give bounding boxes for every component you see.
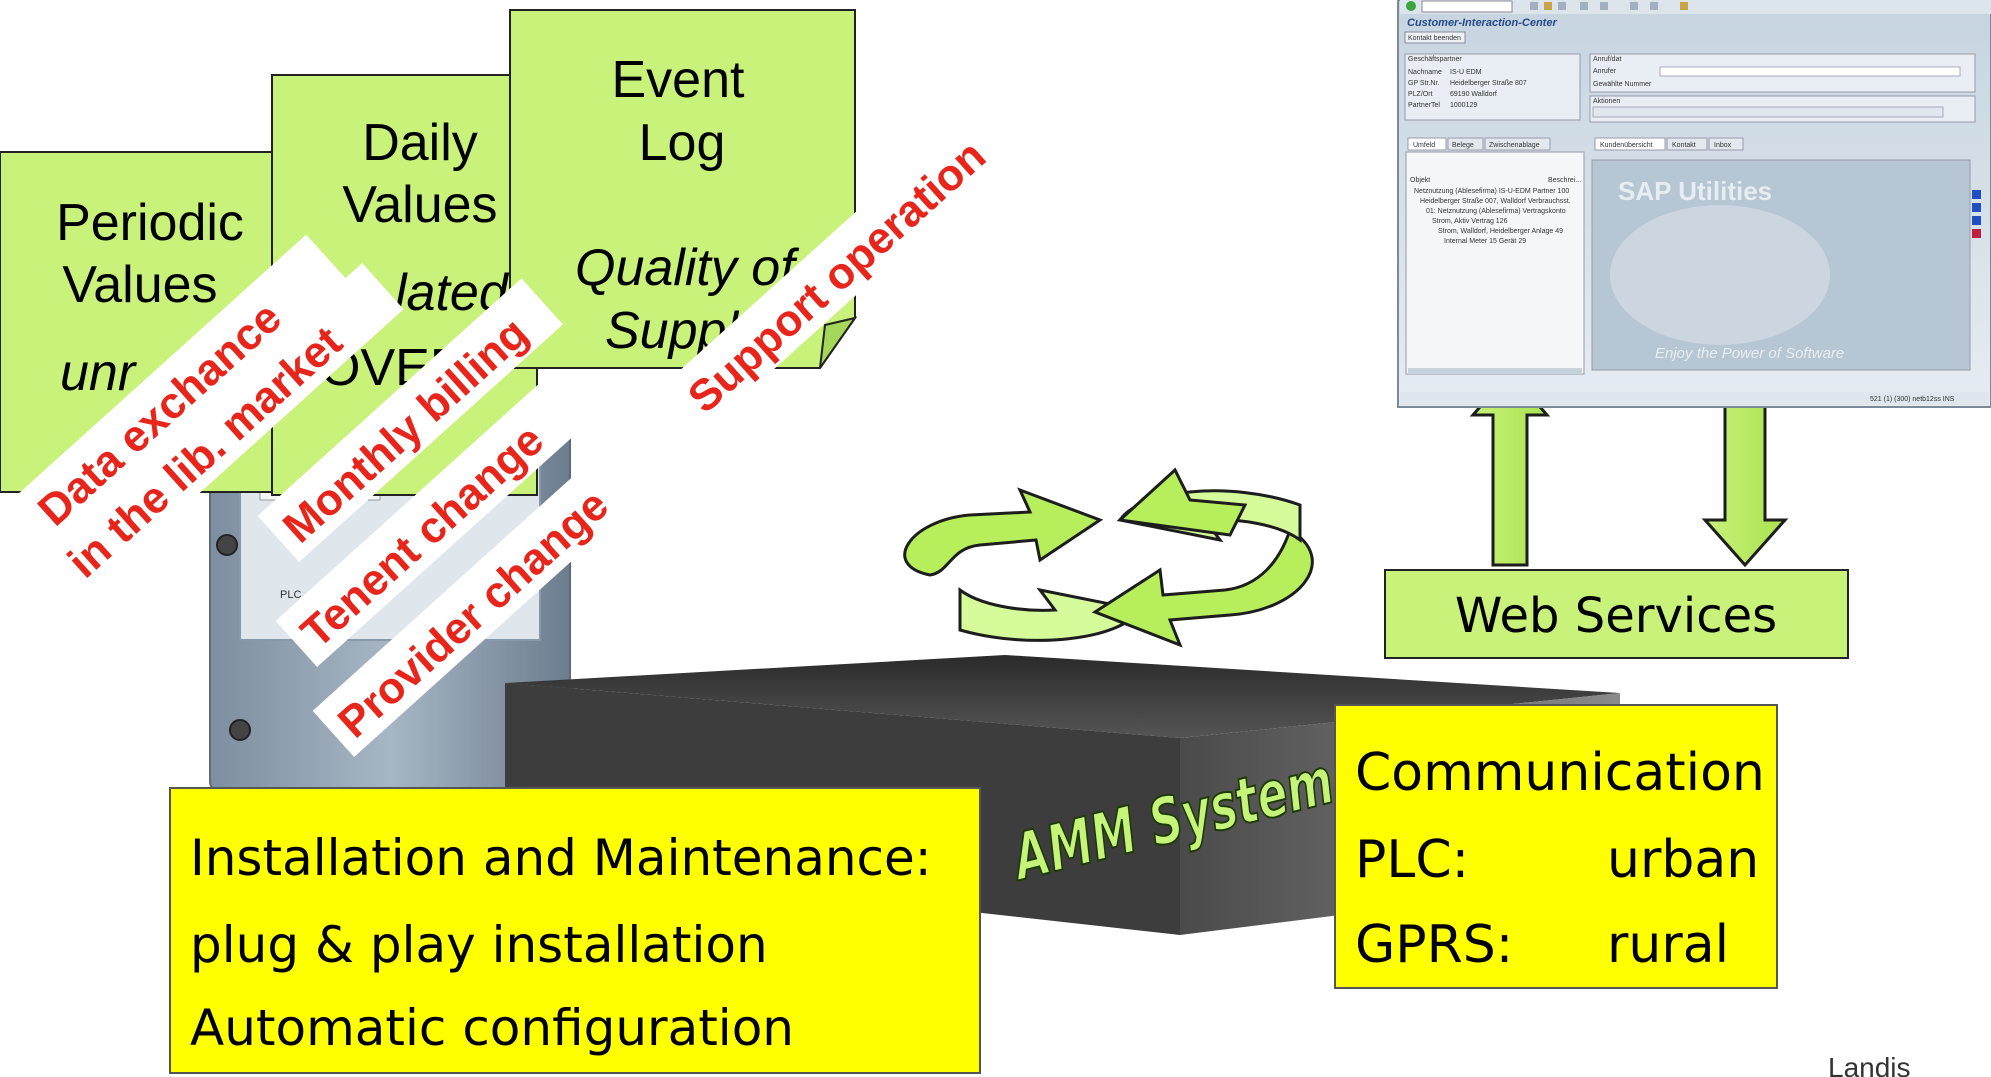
sap-tab-label: Belege xyxy=(1452,142,1474,149)
sap-field-label: GP Str.Nr. xyxy=(1408,80,1439,87)
sap-field-value: 69190 Walldorf xyxy=(1450,91,1497,98)
sap-end-contact-label: Kontakt beenden xyxy=(1408,35,1461,42)
meter-screw-icon xyxy=(216,534,238,556)
web-services-label: Web Services xyxy=(1455,588,1777,644)
install-line3: Automatic configuration xyxy=(190,999,794,1057)
sap-tab-kunden[interactable] xyxy=(1594,137,1666,151)
sap-field-label: PLZ/Ort xyxy=(1408,91,1433,98)
sap-tree-scrollbar[interactable] xyxy=(1408,368,1582,374)
sap-check-icon xyxy=(1406,1,1416,11)
sap-field-label: Nachname xyxy=(1408,69,1442,76)
sap-field-value: Heidelberger Straße 807 xyxy=(1450,80,1527,87)
sap-tab-kontakt[interactable] xyxy=(1666,137,1708,151)
sap-call-panel: Anruf/dat xyxy=(1593,56,1621,63)
sap-dialed-label: Gewählte Nummer xyxy=(1593,81,1652,88)
sap-tree-item[interactable]: Netznutzung (Ablesefirma) IS-U-EDM Partn… xyxy=(1414,188,1569,195)
doc-periodic-line3-text: unr xyxy=(60,344,138,402)
sap-tab-label: Inbox xyxy=(1714,142,1732,149)
comm-line1: Communication xyxy=(1355,743,1765,803)
comm-gprs-value: rural xyxy=(1607,915,1729,975)
comm-plc-key: PLC: xyxy=(1355,830,1469,890)
sap-tab-label: Kontakt xyxy=(1672,142,1696,149)
install-line2: plug & play installation xyxy=(190,916,768,974)
doc-event-line1: Event xyxy=(612,51,746,109)
sap-tree-header: Objekt xyxy=(1410,177,1430,184)
page-curl-icon xyxy=(819,316,858,369)
sap-tree-header: Beschrei... xyxy=(1548,177,1581,184)
sap-side-icons xyxy=(1972,190,1981,238)
meter-plc-label: PLC xyxy=(280,589,301,601)
sap-tree-item[interactable]: Strom, Walldorf, Heidelberger Anlage 49 xyxy=(1438,228,1563,235)
doc-event-line3: Quality of xyxy=(575,239,799,297)
doc-periodic-line1: Periodic xyxy=(56,194,244,252)
doc-daily-line2: Values xyxy=(342,176,497,234)
web-services-box: Web Services xyxy=(1384,569,1849,659)
sap-window: Customer-Interaction-Center Kontakt been… xyxy=(1397,0,1991,408)
sap-field-value: IS-U EDM xyxy=(1450,69,1482,76)
cycle-arrows-icon xyxy=(903,467,1314,648)
sap-tree-panel xyxy=(1405,151,1585,375)
doc-event-line2: Log xyxy=(639,114,726,172)
doc-periodic-line2: Values xyxy=(62,256,217,314)
installation-box: Installation and Maintenance: plug & pla… xyxy=(169,787,981,1074)
sap-tab-label: Zwischenablage xyxy=(1489,142,1540,149)
sap-brand: SAP Utilities xyxy=(1618,176,1772,206)
sap-field-value: 1000129 xyxy=(1450,102,1477,109)
meter-screw-icon xyxy=(229,719,251,741)
sap-tab-label: Kundenübersicht xyxy=(1600,142,1653,149)
sap-tab-label: Umfeld xyxy=(1413,142,1435,149)
sap-field-label: PartnerTel xyxy=(1408,102,1440,109)
communication-box: Communication PLC: urban GPRS: rural xyxy=(1334,704,1778,989)
sap-slogan: Enjoy the Power of Software xyxy=(1655,345,1844,362)
sap-caller-label: Anrufer xyxy=(1593,68,1617,75)
sap-status-bar: 521 (1) (300) netb12ss INS xyxy=(1870,396,1955,403)
comm-gprs-key: GPRS: xyxy=(1355,915,1513,975)
sap-toolbar-icons xyxy=(1530,2,1688,10)
sap-partner-panel: Geschäftspartner xyxy=(1408,56,1462,63)
sap-tab-zwischenablage[interactable] xyxy=(1484,137,1551,151)
sap-tree-item[interactable]: 01: Netznutzung (Ablesefirma) Vertragsko… xyxy=(1426,208,1566,215)
comm-plc-value: urban xyxy=(1607,830,1759,890)
sap-tab-belege[interactable] xyxy=(1447,137,1484,151)
install-line1: Installation and Maintenance: xyxy=(190,829,932,887)
sap-tab-umfeld[interactable] xyxy=(1407,137,1447,151)
doc-daily-line1: Daily xyxy=(362,114,478,172)
sap-tab-inbox[interactable] xyxy=(1708,137,1744,151)
sap-caller-input[interactable] xyxy=(1659,66,1961,77)
sap-title: Customer-Interaction-Center xyxy=(1407,17,1557,29)
sap-actions-toolbar[interactable] xyxy=(1592,106,1944,118)
sap-tree-item[interactable]: Heidelberger Straße 007, Walldorf Verbra… xyxy=(1420,198,1571,205)
document-event-log: Event Log Quality of Supply xyxy=(509,9,858,369)
sap-tree-item[interactable]: Strom, Aktiv Vertrag 126 xyxy=(1432,218,1508,225)
sap-end-contact-button[interactable] xyxy=(1404,31,1466,44)
footer-text: Landis xyxy=(1828,1052,1911,1077)
sap-tree-item[interactable]: Internal Meter 15 Gerät 29 xyxy=(1444,238,1526,245)
sap-actions-panel: Aktionen xyxy=(1593,98,1620,105)
